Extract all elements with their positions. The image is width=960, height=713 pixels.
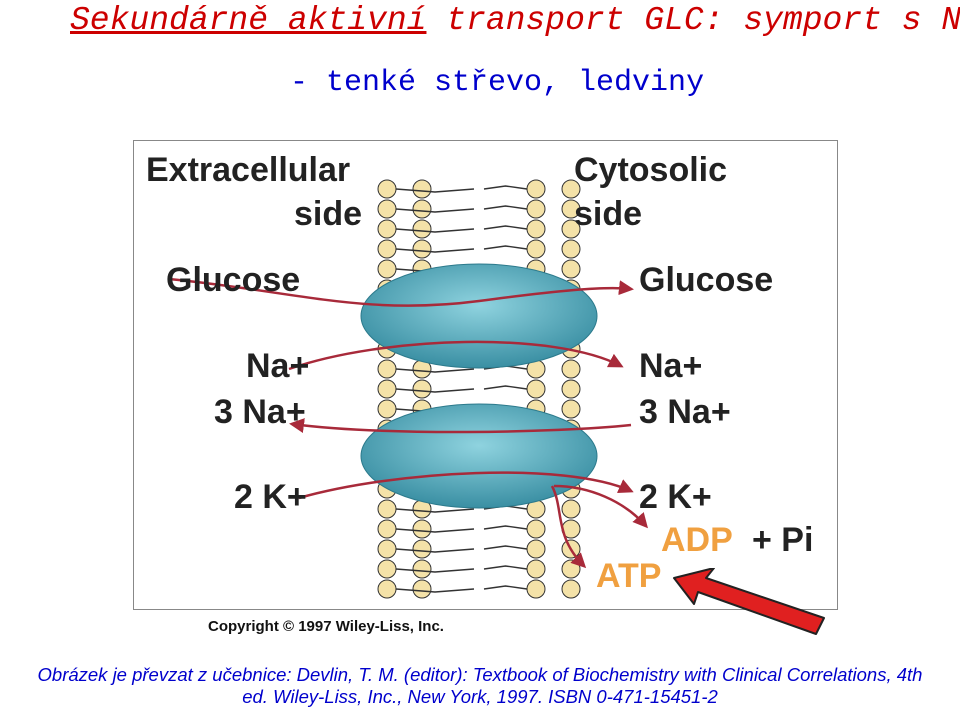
lipid-tail <box>483 185 528 190</box>
lipid-head <box>561 559 581 579</box>
lipid-tail <box>395 368 475 373</box>
lipid-head <box>412 539 432 559</box>
lipid-tail <box>395 388 475 393</box>
lipid-head <box>377 379 397 399</box>
lipid-tail <box>395 528 475 533</box>
title-highlight: Sekundárně aktivní <box>70 2 427 39</box>
pi-label: + Pi <box>752 521 813 559</box>
lipid-tail <box>483 205 528 210</box>
lipid-head <box>526 199 546 219</box>
page-subtitle: - tenké střevo, ledviny <box>290 66 705 100</box>
lipid-head <box>561 179 581 199</box>
lipid-tail <box>483 385 528 390</box>
lipid-head <box>526 179 546 199</box>
lipid-tail <box>395 568 475 573</box>
lipid-head <box>377 499 397 519</box>
lipid-tail <box>395 228 475 233</box>
left-three-na-label: 3 Na+ <box>214 393 306 431</box>
lipid-head <box>561 259 581 279</box>
lipid-tail <box>483 565 528 570</box>
na-k-atpase <box>360 403 598 509</box>
pointer-arrow-icon <box>673 568 825 635</box>
lipid-head <box>561 219 581 239</box>
lipid-head <box>377 199 397 219</box>
atp-label: ATP <box>596 557 661 595</box>
glucose-arrow <box>168 277 634 307</box>
lipid-head <box>412 179 432 199</box>
membrane-diagram: Extracellular side Cytosolic side Glucos… <box>146 151 813 599</box>
right-two-k-label: 2 K+ <box>639 478 712 516</box>
lipid-tail <box>395 548 475 553</box>
lipid-tail <box>395 208 475 213</box>
lipid-tail <box>483 545 528 550</box>
caption-line-1: Obrázek je převzat z učebnice: Devlin, T… <box>37 664 923 685</box>
lipid-head <box>561 199 581 219</box>
left-na-label: Na+ <box>246 347 309 385</box>
left-glucose-label: Glucose <box>166 261 300 299</box>
lipid-head <box>561 399 581 419</box>
lipid-head <box>377 399 397 419</box>
adp-arrow <box>553 484 648 529</box>
left-two-k-label: 2 K+ <box>234 478 307 516</box>
lipid-head <box>377 559 397 579</box>
lipid-tail <box>483 225 528 230</box>
lipid-head <box>377 359 397 379</box>
lipid-head <box>561 579 581 599</box>
right-glucose-label: Glucose <box>639 261 773 299</box>
lipid-head <box>377 179 397 199</box>
page-title: Sekundárně aktivní transport GLC: sympor… <box>70 2 960 39</box>
lipid-head <box>526 559 546 579</box>
glucose-na-transporter <box>360 263 598 369</box>
lipid-tail <box>395 248 475 253</box>
symport-diagram: Extracellular side Cytosolic side Glucos… <box>133 140 838 610</box>
three-na-arrow <box>289 418 632 434</box>
lipid-head <box>561 359 581 379</box>
cytosolic-side-label: side <box>574 195 642 233</box>
cytosolic-label: Cytosolic <box>574 151 727 189</box>
two-k-arrow <box>298 471 634 500</box>
right-three-na-label: 3 Na+ <box>639 393 731 431</box>
lipid-head <box>377 239 397 259</box>
lipid-head <box>412 199 432 219</box>
lipid-tail <box>395 188 475 193</box>
lipid-head <box>412 379 432 399</box>
source-caption: Obrázek je převzat z učebnice: Devlin, T… <box>0 664 960 708</box>
title-rest: transport GLC: symport s Na <box>426 2 960 39</box>
atp-hydrolysis-arrow <box>550 485 587 569</box>
lipid-tail <box>483 585 528 590</box>
lipid-head <box>377 579 397 599</box>
lipid-head <box>377 219 397 239</box>
lipid-head <box>377 259 397 279</box>
lipid-bilayer <box>377 179 581 599</box>
lipid-head <box>526 579 546 599</box>
lipid-head <box>412 559 432 579</box>
lipid-tail <box>483 525 528 530</box>
lipid-head <box>412 219 432 239</box>
lipid-head <box>412 239 432 259</box>
lipid-tail <box>483 245 528 250</box>
na-arrow <box>288 340 624 371</box>
lipid-head <box>412 519 432 539</box>
lipid-tail <box>395 508 475 513</box>
lipid-tail <box>395 588 475 593</box>
lipid-head <box>526 539 546 559</box>
extracellular-label: Extracellular <box>146 151 350 189</box>
lipid-head <box>561 499 581 519</box>
extracellular-side-label: side <box>294 195 362 233</box>
lipid-head <box>526 519 546 539</box>
lipid-head <box>561 379 581 399</box>
lipid-head <box>377 519 397 539</box>
adp-label: ADP <box>661 521 733 559</box>
copyright-notice: Copyright © 1997 Wiley-Liss, Inc. <box>208 618 444 635</box>
caption-line-2: ed. Wiley-Liss, Inc., New York, 1997. IS… <box>242 686 718 707</box>
right-na-label: Na+ <box>639 347 702 385</box>
lipid-head <box>526 219 546 239</box>
lipid-head <box>561 239 581 259</box>
lipid-head <box>377 539 397 559</box>
lipid-head <box>526 239 546 259</box>
lipid-head <box>412 579 432 599</box>
lipid-head <box>526 379 546 399</box>
